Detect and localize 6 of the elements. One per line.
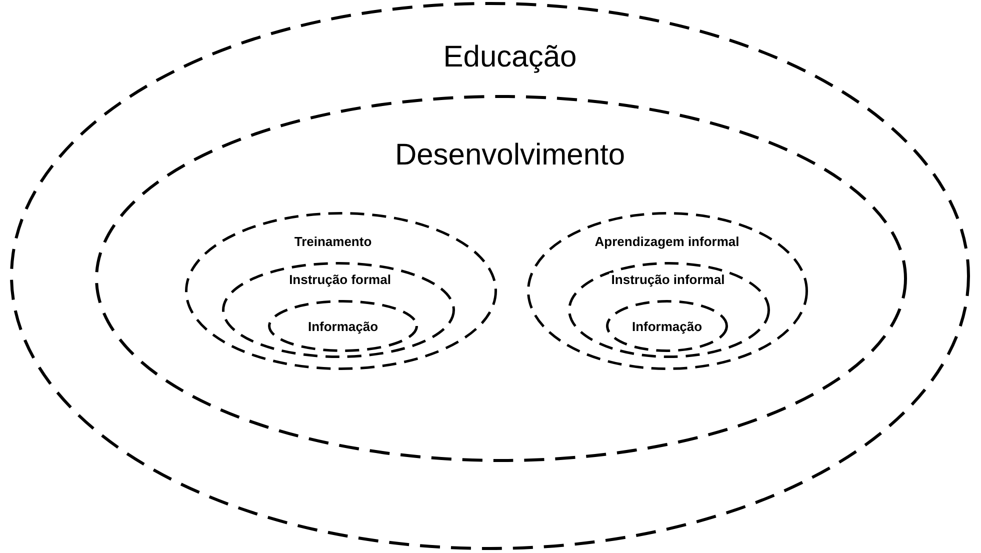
ellipse-label: Informação bbox=[630, 320, 704, 334]
ellipse-label: Informação bbox=[306, 320, 380, 334]
ellipse-label: Treinamento bbox=[292, 234, 374, 250]
ellipse-label: Aprendizagem informal bbox=[592, 234, 742, 250]
ellipse-label: Instrução informal bbox=[609, 272, 727, 288]
ellipse-label: Instrução formal bbox=[287, 272, 393, 288]
